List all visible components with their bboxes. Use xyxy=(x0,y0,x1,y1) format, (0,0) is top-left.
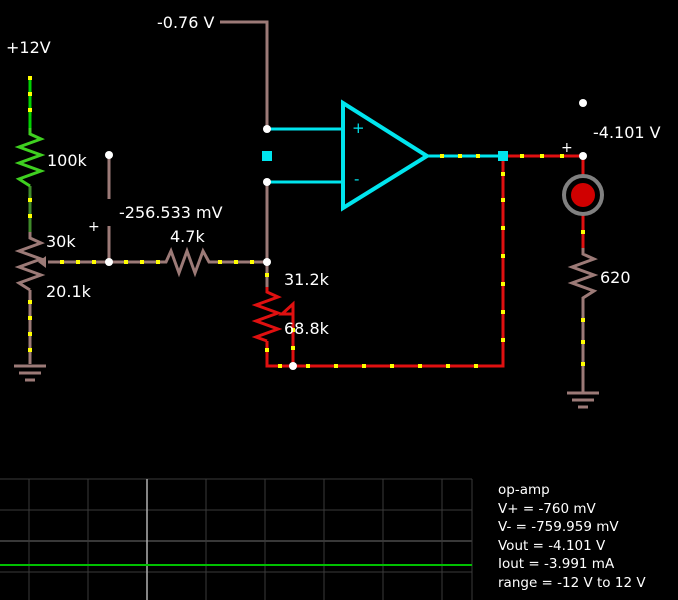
input-wire[interactable] xyxy=(220,20,269,129)
probe-polarity: + xyxy=(88,219,100,235)
output-polarity: + xyxy=(561,140,573,156)
scope-info-vplus: V+ = -760 mV xyxy=(498,500,596,517)
scope-info-range: range = -12 V to 12 V xyxy=(498,574,646,591)
node-feedback-top[interactable] xyxy=(263,258,271,266)
pot-wiper-arrow[interactable] xyxy=(38,256,46,268)
series-resistor-label: 4.7k xyxy=(170,227,205,246)
output-marker[interactable] xyxy=(498,151,508,161)
output-voltage-label: -4.101 V xyxy=(593,123,661,142)
supply-label: +12V xyxy=(6,38,51,57)
load-resistor-label: 620 xyxy=(600,268,631,287)
feedback-top-resistance: 31.2k xyxy=(284,270,330,289)
pot-top-resistance: 100k xyxy=(47,151,88,170)
node-minus-input[interactable] xyxy=(263,178,271,186)
current-dots xyxy=(28,76,585,368)
feedback-wiper[interactable] xyxy=(278,300,295,316)
node-output[interactable] xyxy=(579,152,587,160)
ground-left-icon xyxy=(14,364,46,382)
series-resistor[interactable] xyxy=(160,246,214,278)
pot-upper-resistor[interactable] xyxy=(14,128,46,188)
pot-lower-resistor[interactable] xyxy=(14,232,46,292)
scope-info-iout: Iout = -3.991 mA xyxy=(498,556,615,573)
ground-right-icon xyxy=(567,391,599,409)
node-probe-top[interactable] xyxy=(105,151,113,159)
feedback-bottom-resistance: 68.8k xyxy=(284,319,330,338)
input-voltage-label: -0.76 V xyxy=(157,13,214,32)
node-feedback-wiper[interactable] xyxy=(289,362,297,370)
load-resistor[interactable] xyxy=(567,248,599,302)
opamp-body[interactable] xyxy=(341,99,431,212)
pot-bottom-resistance: 20.1k xyxy=(46,282,92,301)
node-output-probe[interactable] xyxy=(579,99,587,107)
feedback-resistor[interactable] xyxy=(251,287,283,343)
nodes xyxy=(105,99,587,370)
scope-info-vminus: V- = -759.959 mV xyxy=(498,519,619,536)
scope-grid xyxy=(0,478,473,600)
scope-panel[interactable] xyxy=(0,478,473,600)
feedback-bottom-wire[interactable] xyxy=(265,156,505,368)
wires xyxy=(28,20,585,392)
scope-info: op-amp V+ = -760 mV V- = -759.959 mV Vou… xyxy=(498,481,646,593)
opamp-plus-symbol: + xyxy=(352,119,365,137)
scope-info-title: op-amp xyxy=(498,482,550,498)
pot-total-resistance: 30k xyxy=(46,232,76,251)
node-wiper[interactable] xyxy=(105,258,113,266)
led-lamp[interactable] xyxy=(571,183,595,207)
opamp-minus-symbol: - xyxy=(354,170,359,188)
node-plus-input[interactable] xyxy=(263,125,271,133)
probe-voltage-label: -256.533 mV xyxy=(119,203,223,222)
input-marker[interactable] xyxy=(262,151,272,161)
scope-info-vout: Vout = -4.101 V xyxy=(498,537,606,554)
